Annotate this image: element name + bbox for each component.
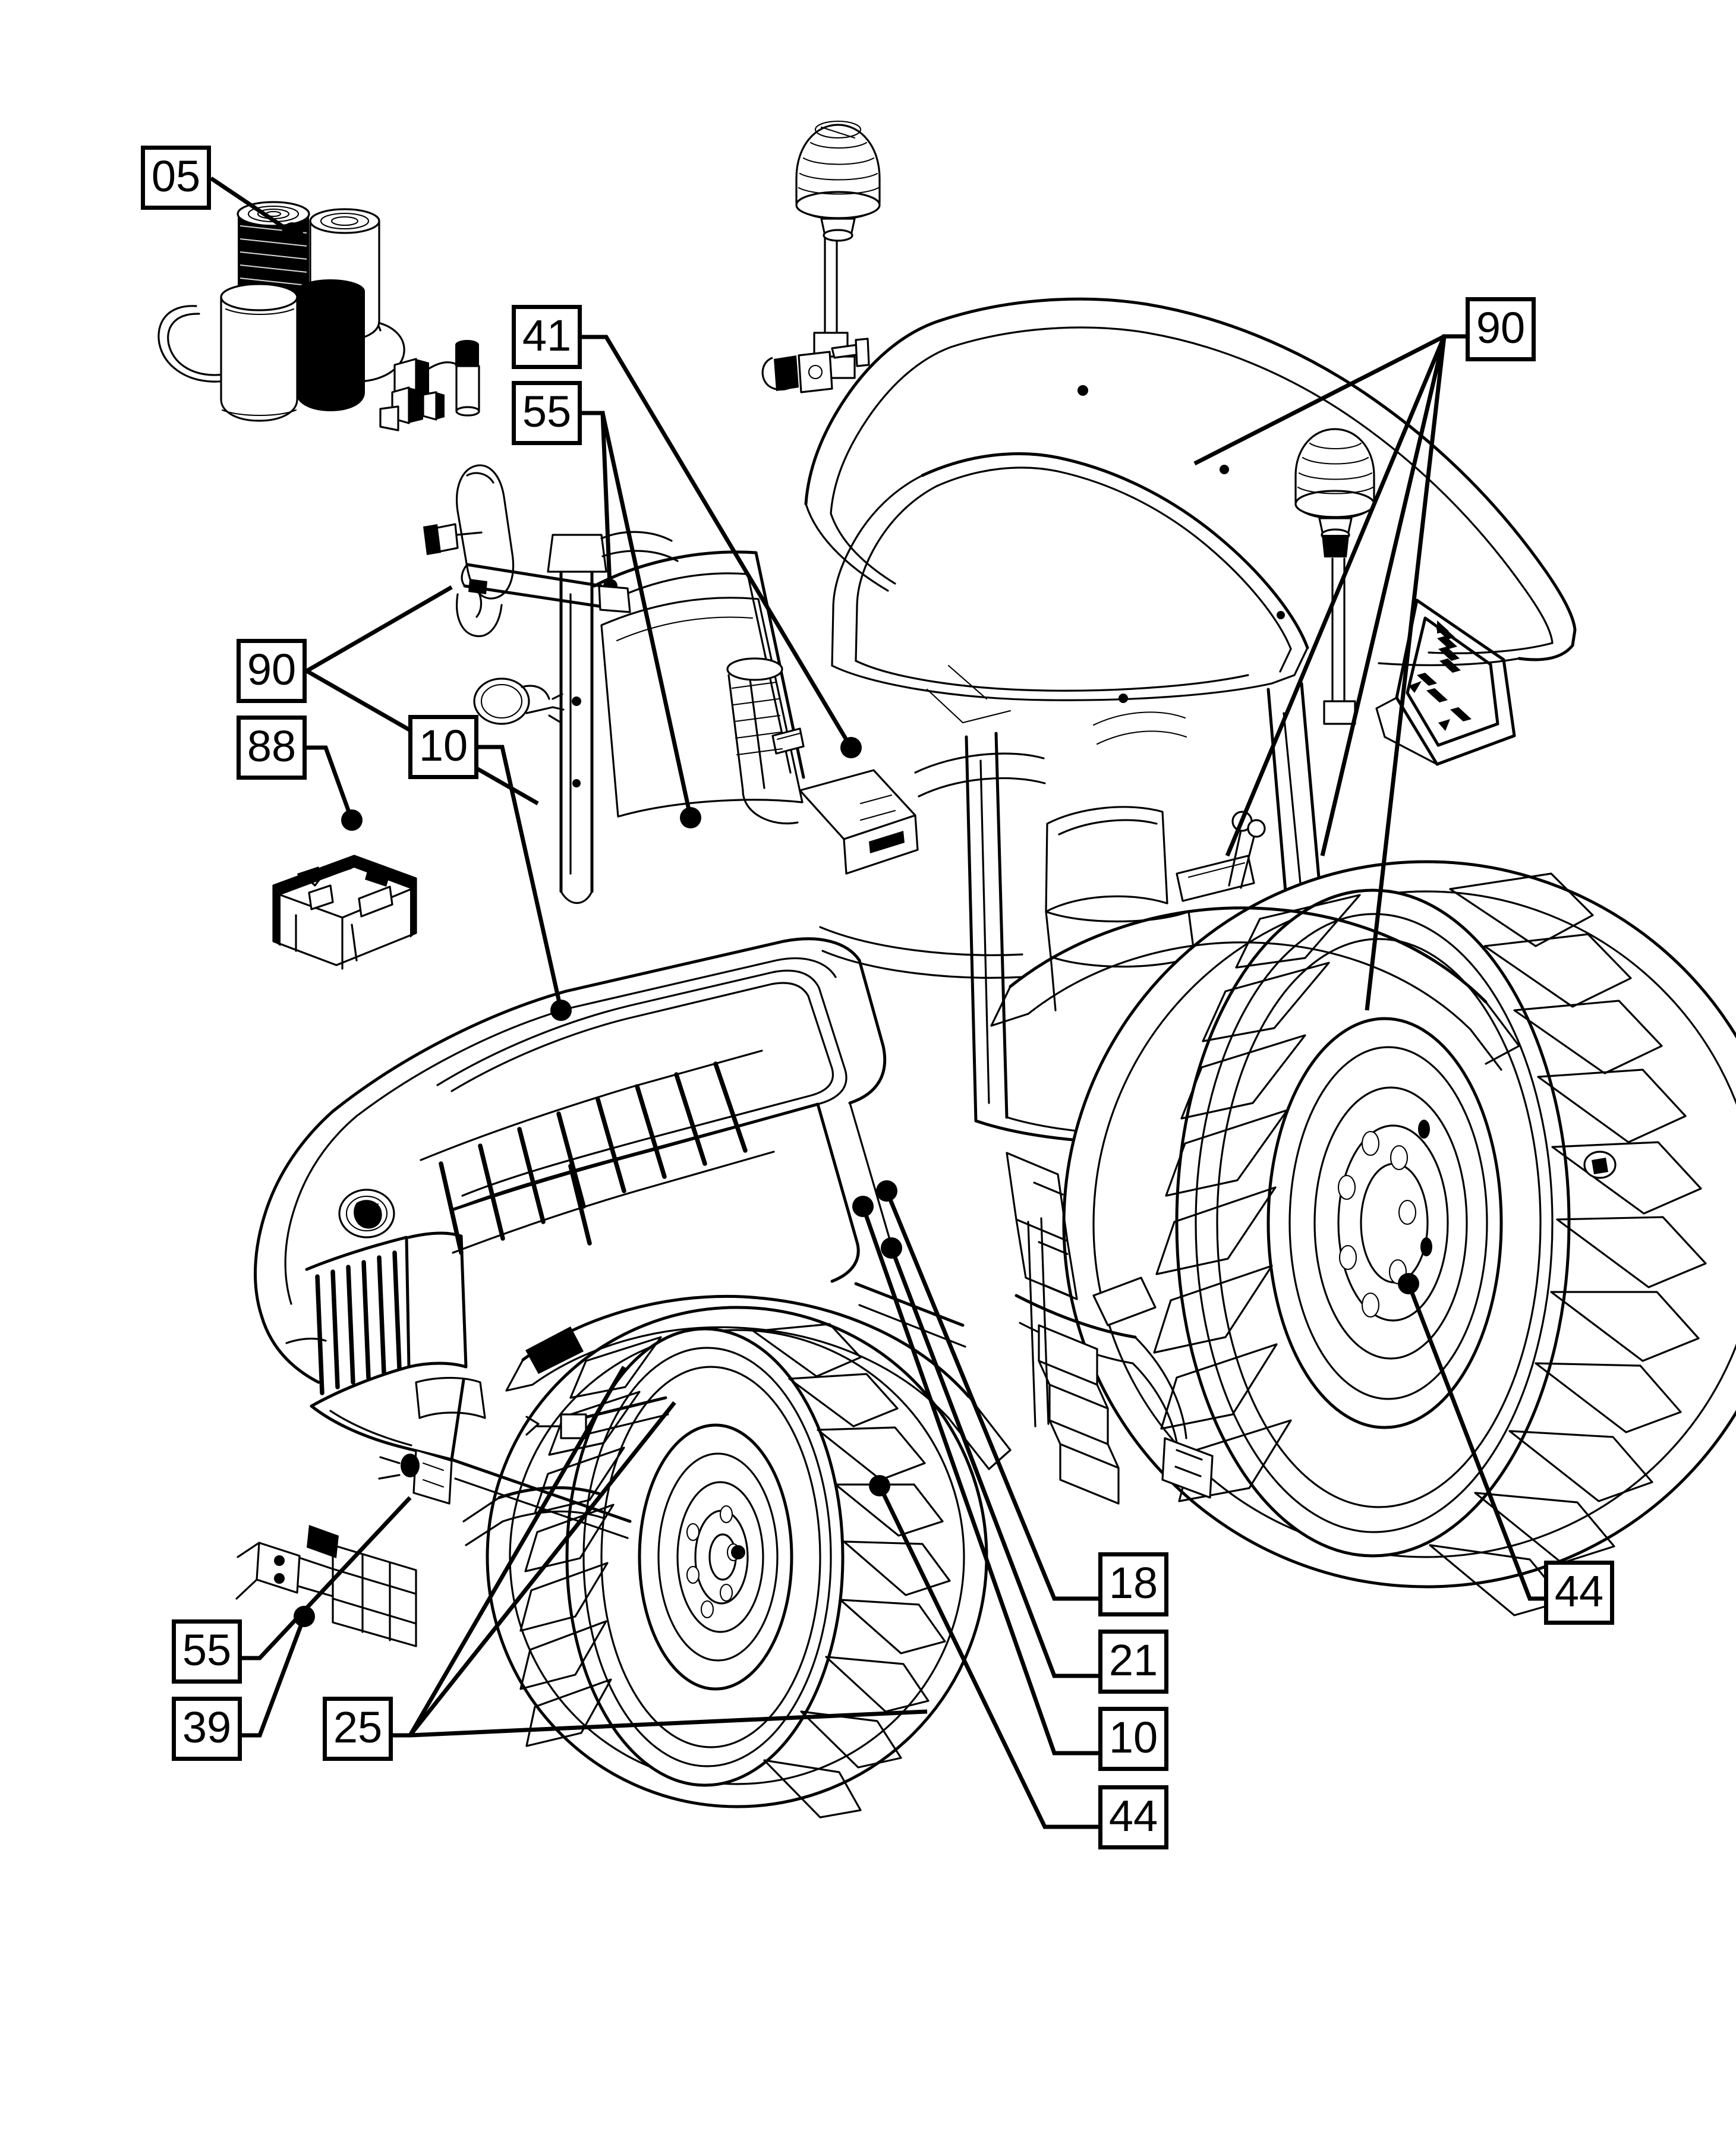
callout-mirror-assembly[interactable]: 55 [512, 381, 582, 445]
fittings-group [379, 340, 480, 431]
callout-fender-assembly[interactable]: 18 [1098, 1552, 1168, 1616]
hood-louvers [439, 1061, 748, 1255]
callout-leader-dots [282, 222, 1419, 1627]
leader-line-battery [307, 745, 354, 821]
brand-emblem [338, 1189, 395, 1238]
front-tire-lugs-far [519, 1336, 662, 1747]
leader-line-rear-wheel [1406, 1282, 1544, 1601]
callout-label: 44 [1554, 1567, 1604, 1616]
leader-dot-cab-assembly [550, 1000, 572, 1021]
leader-line-front-axle-group [889, 1247, 1098, 1678]
smv-warning-triangle [1375, 598, 1516, 766]
mirror-assembly [423, 464, 631, 638]
rear-wheel [1062, 860, 1736, 1616]
leader-line-mirror-assembly [582, 411, 612, 586]
callout-front-wheel[interactable]: 44 [1098, 1785, 1168, 1849]
leader-line-filter-kit [210, 177, 294, 235]
rear-fender [990, 906, 1520, 1300]
leader-line-front-wheel [877, 1485, 1098, 1829]
beacon-light-rear [1294, 428, 1375, 725]
leader-dot-front-hitch-group [294, 1606, 315, 1627]
front-tire-lugs [752, 1323, 951, 1819]
leader-dot-rear-wheel [1398, 1273, 1419, 1294]
callout-front-axle-group[interactable]: 21 [1098, 1630, 1168, 1694]
callout-rear-wheel[interactable]: 44 [1544, 1561, 1614, 1625]
callout-label: 90 [1476, 303, 1526, 352]
leader-dot-filter-kit [282, 222, 303, 244]
callout-label: 10 [418, 721, 468, 770]
rear-tire-lugs-far [1153, 894, 1361, 1502]
rear-tire-lugs [1429, 872, 1707, 1616]
leader-line-lighting-group-left [305, 585, 453, 673]
callout-label: 10 [1108, 1713, 1158, 1762]
callout-filter-kit[interactable]: 05 [141, 146, 211, 210]
callout-label: 25 [333, 1703, 383, 1752]
engine-hood [254, 937, 890, 1461]
callout-front-weight-bracket[interactable]: 55 [172, 1619, 242, 1684]
leader-line-fender-assembly [884, 1190, 1098, 1601]
beacon-light-front [761, 120, 881, 393]
leader-line-lighting-group-right [1365, 334, 1466, 1011]
callout-cab-assembly[interactable]: 10 [408, 715, 478, 779]
callout-label: 05 [151, 152, 201, 201]
callout-label: 21 [1108, 1635, 1158, 1685]
leader-line-beacon-light-front [582, 335, 853, 749]
callout-beacon-light-front[interactable]: 41 [512, 305, 582, 369]
callout-cab-frame-rear[interactable]: 10 [1098, 1707, 1168, 1771]
work-light-left [473, 677, 565, 725]
front-fender [505, 1294, 1012, 1470]
leader-dot-battery [341, 809, 363, 831]
callout-label: 88 [247, 721, 297, 771]
leader-dot-fender-assembly [876, 1180, 897, 1202]
grille-bars [315, 1250, 402, 1395]
rear-platform-steps [1014, 1217, 1137, 1505]
callout-label: 44 [1108, 1791, 1158, 1841]
leader-dot-front-axle-group [881, 1237, 902, 1259]
callout-label: 18 [1108, 1558, 1158, 1608]
callout-front-hitch-group[interactable]: 39 [172, 1697, 242, 1761]
leader-dot-beacon-light-front [840, 737, 862, 758]
leader-line-front-drive-axle [393, 1709, 928, 1738]
front-wheel [486, 1306, 988, 1819]
callout-battery[interactable]: 88 [237, 716, 307, 780]
cab-roof [804, 297, 1577, 703]
callout-label: 39 [182, 1703, 232, 1752]
leader-dot-front-wheel [869, 1475, 890, 1496]
leader-dot-mirror-assembly [680, 807, 701, 828]
callout-leader-lines [210, 177, 1544, 1829]
leader-line-cab-assembly [478, 745, 563, 1011]
leader-line-front-weight-bracket [242, 1496, 412, 1660]
cab-interior [555, 579, 1266, 1019]
callout-label: 41 [522, 311, 572, 360]
callout-lighting-group-left[interactable]: 90 [237, 639, 307, 703]
battery [272, 814, 417, 970]
callout-lighting-group-right[interactable]: 90 [1466, 297, 1536, 361]
callout-label: 55 [182, 1625, 232, 1675]
callout-label: 90 [247, 645, 297, 694]
rear-linkage [1092, 1277, 1214, 1499]
leader-dot-cab-frame-rear [852, 1196, 874, 1217]
leader-line-cab-frame-rear [861, 1205, 1098, 1756]
callout-front-drive-axle[interactable]: 25 [323, 1697, 393, 1761]
leader-line-front-hitch-group [242, 1615, 307, 1738]
callout-label: 55 [522, 387, 572, 436]
